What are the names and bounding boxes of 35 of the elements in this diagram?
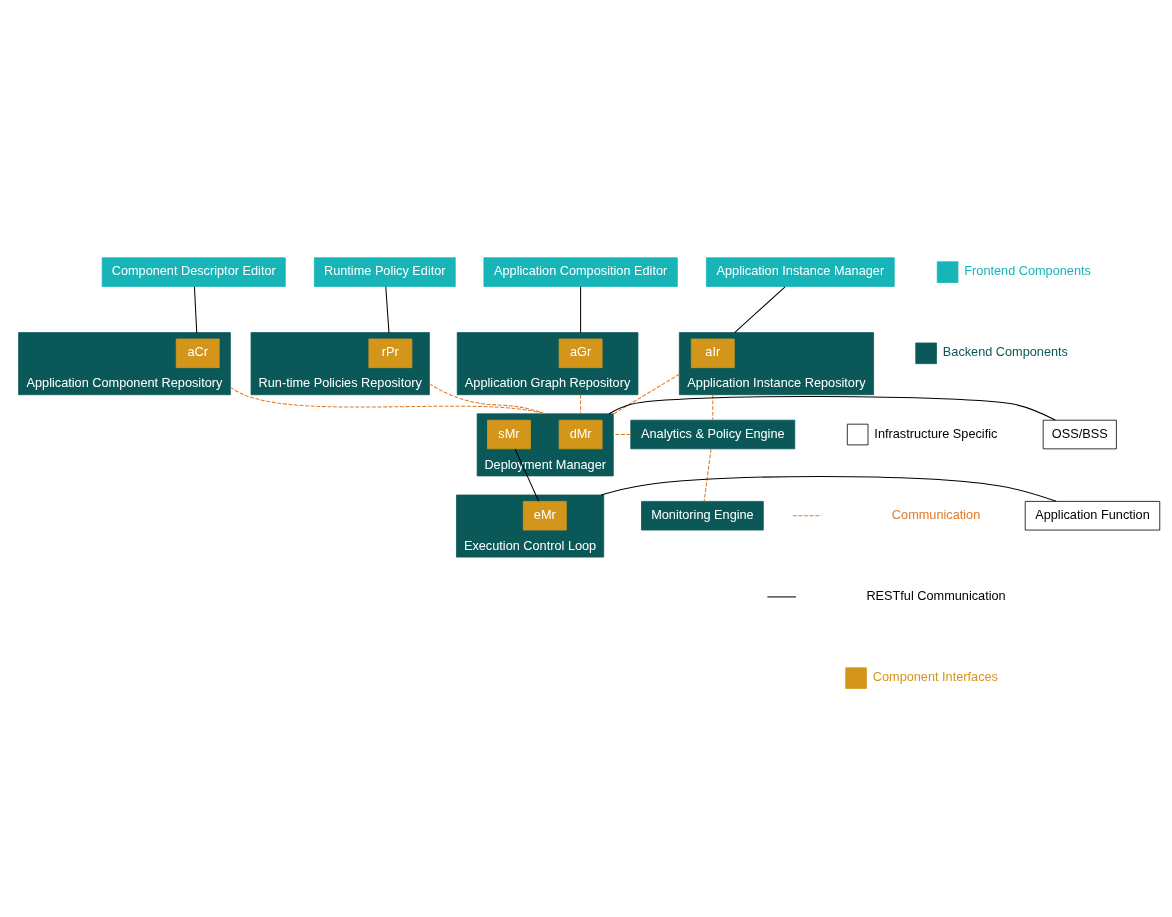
connector	[428, 382, 546, 414]
node-box: rPr	[368, 338, 413, 368]
node-box: Analytics & Policy Engine	[630, 419, 796, 449]
connector	[612, 433, 632, 435]
legend-label: Component Interfaces	[872, 668, 998, 684]
legend-label: Communication	[891, 506, 981, 522]
connector	[608, 395, 1056, 421]
node-box: Runtime Policy Editor	[313, 256, 456, 287]
node-box: Application Composition Editor	[483, 256, 678, 287]
legend-label: Frontend Components	[964, 262, 1091, 278]
node-box: OSS/BSS	[1042, 419, 1117, 449]
connector	[600, 475, 1057, 502]
node-box: sMr	[487, 419, 531, 449]
node-box: dMr	[558, 419, 603, 449]
connector	[734, 285, 786, 333]
connector	[612, 373, 680, 415]
node-box: Application Function	[1024, 500, 1161, 530]
legend-label: Infrastructure Specific	[874, 425, 998, 441]
node-box: Component Descriptor Editor	[101, 256, 286, 287]
connector	[580, 393, 582, 414]
legend-label: RESTful Communication	[866, 587, 1006, 603]
connector	[712, 393, 714, 421]
node-box: aCr	[175, 338, 220, 368]
legend-label: Backend Components	[942, 343, 1068, 359]
connector	[514, 448, 540, 502]
connector	[193, 285, 198, 333]
node-box: eMr	[522, 500, 567, 530]
connector	[229, 386, 546, 414]
connector	[703, 448, 712, 502]
node-box: Application Instance Manager	[706, 256, 895, 287]
connector	[580, 285, 582, 333]
connector	[385, 285, 390, 333]
node-box: aIr	[690, 338, 735, 368]
node-box: Monitoring Engine	[641, 500, 764, 530]
node-box: aGr	[558, 338, 603, 368]
